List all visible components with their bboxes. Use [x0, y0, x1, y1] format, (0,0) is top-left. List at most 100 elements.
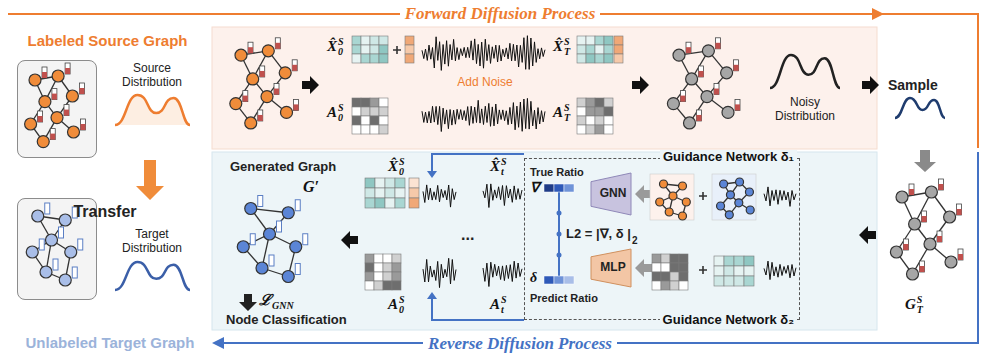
feature-bar: [38, 111, 43, 122]
graph-node: [68, 126, 80, 138]
feature-bar: [295, 200, 300, 211]
feature-bar: [42, 67, 47, 78]
feature-bar: [920, 261, 925, 272]
math-symbol: ℒ: [259, 292, 271, 309]
graph-node: [59, 214, 71, 226]
feature-fill: [81, 124, 86, 130]
math-superscript: S: [501, 156, 507, 168]
matrix-cell: [586, 54, 595, 63]
feature-fill: [735, 104, 740, 110]
distribution-label: Source Distribution: [107, 62, 197, 90]
feature-bar: [243, 91, 248, 102]
feature-fill: [715, 43, 720, 49]
math-subscript: 0: [338, 46, 343, 58]
matrix-cell: [374, 272, 383, 281]
matrix-cell: [375, 178, 385, 188]
graph-node: [25, 118, 37, 130]
graph-node: [667, 98, 679, 110]
feature-fill: [714, 89, 719, 95]
matrix-cell: [352, 125, 361, 134]
matrix-cell: [352, 54, 361, 63]
matrix-cell: [679, 254, 688, 263]
matrix-cell: [595, 98, 604, 107]
matrix-cell: [734, 276, 744, 286]
feature-fill: [294, 104, 299, 110]
matrix-cell: [352, 107, 361, 116]
arrow-head: [212, 337, 224, 349]
feature-fill: [65, 68, 70, 74]
down-arrow: [239, 294, 257, 311]
feature-fill: [42, 72, 47, 78]
arrow-head: [872, 8, 884, 20]
feature-bar: [64, 105, 69, 116]
ratio-label: True Ratio: [530, 166, 584, 179]
feature-bar: [295, 264, 300, 275]
noise-wave: [423, 258, 456, 287]
node-text: Guidance Network δ₁: [660, 150, 797, 165]
graph-node: [896, 191, 908, 203]
graph-node: [29, 74, 41, 86]
feature-bar: [274, 84, 279, 95]
feature-bar: [938, 179, 943, 190]
feature-fill: [903, 244, 908, 250]
feature-bar: [72, 267, 77, 278]
feature-fill: [38, 116, 43, 122]
matrix-cell: [365, 198, 375, 208]
feature-bar: [697, 110, 702, 121]
graph-node: [282, 207, 294, 219]
matrix-cell: [614, 54, 623, 63]
matrix-cell: [595, 54, 604, 63]
feature-bar: [292, 60, 297, 71]
noise-wave: [422, 98, 545, 131]
matrix-cell: [661, 263, 670, 272]
graph-node: [735, 199, 743, 207]
graph-node: [702, 45, 714, 57]
matrix-cell: [604, 36, 613, 45]
matrix-cell: [724, 256, 734, 266]
matrix-cell: [383, 254, 392, 263]
math-symbol: L2 = |∇, δ |: [566, 227, 631, 242]
matrix-cell: [379, 45, 388, 54]
graph-node: [32, 210, 44, 222]
matrix-cell: [714, 256, 724, 266]
math-subscript: 2: [632, 235, 638, 247]
noise-wave: [483, 184, 522, 208]
matrix-cell: [370, 36, 379, 45]
graph-node: [46, 234, 58, 246]
feature-fill: [958, 254, 963, 260]
feature-bar: [735, 99, 740, 110]
math-subscript: t: [501, 166, 504, 178]
step-label: Sample: [888, 77, 938, 93]
math-symbol: G: [905, 296, 916, 313]
feature-bar: [680, 91, 685, 102]
noise-wave: [764, 261, 796, 280]
math-subscript: 0: [338, 112, 343, 124]
graph-node: [725, 211, 733, 219]
feature-fill: [734, 65, 739, 71]
matrix-cell: [604, 45, 613, 54]
matrix-cell: [604, 98, 613, 107]
matrix-cell: [577, 54, 586, 63]
matrix-cell: [379, 107, 388, 116]
matrix-cell: [409, 198, 419, 208]
graph-node: [26, 246, 38, 258]
matrix-cell: [586, 45, 595, 54]
matrix-cell: [395, 188, 405, 198]
matrix-cell: [661, 272, 670, 281]
distribution-curve: [115, 95, 190, 125]
feature-fill: [938, 184, 943, 190]
math-symbol: ∇: [530, 180, 539, 196]
matrix-cell: [370, 98, 379, 107]
graph-node: [247, 73, 259, 85]
graph-node: [256, 262, 268, 274]
flow-arrow: [632, 76, 649, 94]
matrix-cell: [577, 116, 586, 125]
graph-node: [665, 208, 673, 216]
graph-node: [721, 67, 733, 79]
matrix-cell: [586, 98, 595, 107]
ratio-cell: [554, 184, 564, 192]
graph-ground: [650, 174, 694, 220]
math-superscript: S: [399, 156, 405, 168]
graph-node: [52, 70, 64, 82]
graph-node: [39, 96, 51, 108]
